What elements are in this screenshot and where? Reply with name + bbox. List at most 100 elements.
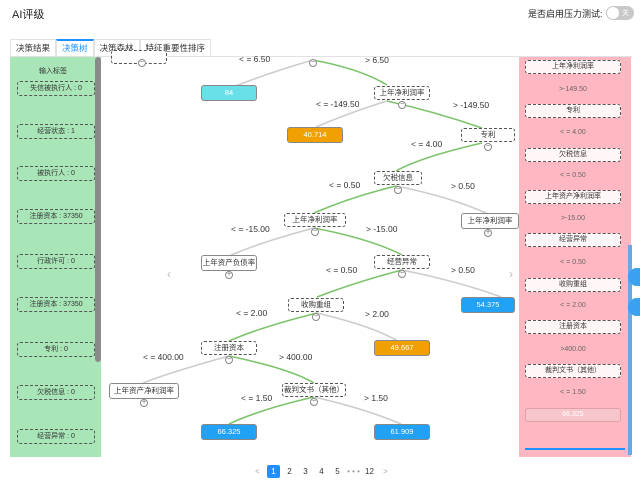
tree-leaf[interactable]: 84	[201, 85, 257, 101]
page-button[interactable]: 1	[267, 464, 280, 478]
tree-edge	[313, 185, 397, 214]
page-button[interactable]: 12	[365, 466, 374, 476]
collapse-icon[interactable]: −	[138, 59, 146, 67]
pressure-test-toggle[interactable]: 关	[606, 6, 634, 20]
expand-icon[interactable]: +	[140, 399, 148, 407]
collapse-icon[interactable]: −	[394, 186, 402, 194]
collapse-icon[interactable]: −	[310, 398, 318, 406]
tree-node[interactable]: 裁判文书（其他）	[282, 383, 346, 397]
edge-label: < = 4.00	[411, 139, 443, 149]
toggle-state-text: 关	[622, 10, 629, 17]
path-node: 专利	[525, 104, 621, 118]
decision-path-panel	[519, 57, 631, 457]
tree-leaf[interactable]: 40.714	[287, 127, 343, 143]
path-condition: < = 2.00	[560, 302, 586, 309]
edge-label: > 400.00	[279, 352, 313, 362]
collapse-icon[interactable]: −	[484, 143, 492, 151]
collapse-icon[interactable]: −	[309, 59, 317, 67]
tree-node[interactable]: 专利	[461, 128, 515, 142]
panel-scroll-indicator	[525, 448, 625, 450]
tree-leaf[interactable]: 49.667	[374, 340, 430, 356]
page-button[interactable]: 3	[303, 466, 308, 476]
tree-node[interactable]: 经营异常	[374, 255, 430, 269]
path-node: 收购重组	[525, 278, 621, 292]
edge-label: > 6.50	[365, 55, 389, 65]
expand-icon[interactable]: +	[225, 271, 233, 279]
tree-leaf[interactable]: 66.325	[201, 424, 257, 440]
tree-edge	[395, 142, 483, 172]
page-button[interactable]: 5	[335, 466, 340, 476]
prev-page-button[interactable]: <	[255, 466, 260, 476]
tree-edge	[228, 227, 315, 257]
path-condition: >-149.50	[559, 86, 587, 93]
tree-edge	[315, 100, 388, 128]
collapse-icon[interactable]: −	[225, 356, 233, 364]
tree-edge	[316, 269, 403, 298]
feature-tag: 经营异常 : 0	[17, 429, 95, 444]
collapse-icon[interactable]: −	[311, 228, 319, 236]
tree-node[interactable]: 收购重组	[288, 298, 344, 312]
path-condition: < = 1.50	[560, 389, 586, 396]
tree-edge	[386, 100, 483, 129]
chevron-right-icon[interactable]: ›	[509, 267, 513, 281]
collapse-icon[interactable]: −	[398, 270, 406, 278]
next-page-button[interactable]: >	[383, 466, 388, 476]
side-float-button[interactable]	[628, 268, 640, 286]
edge-label: > -149.50	[453, 100, 490, 110]
pagination-ellipsis[interactable]: • • •	[347, 466, 360, 476]
tree-node[interactable]: 上年净利润率	[461, 213, 519, 229]
tree-node[interactable]: 上年资产净利润率	[109, 383, 179, 399]
page-button[interactable]: 4	[319, 466, 324, 476]
tree-node[interactable]: 上年净利润率	[374, 86, 430, 100]
tree-leaf[interactable]: 61.909	[374, 424, 430, 440]
input-labels-title: 输入标签	[39, 68, 67, 75]
path-condition: < = 0.50	[560, 172, 586, 179]
path-condition: < = 4.00	[560, 129, 586, 136]
tree-edges	[142, 59, 502, 425]
path-node: 上年资产净利润率	[525, 190, 621, 204]
tree-edge	[401, 269, 502, 298]
tree-node[interactable]: 欠税信息	[374, 171, 422, 185]
toggle-knob	[607, 7, 619, 19]
expand-icon[interactable]: +	[484, 229, 492, 237]
feature-tag: 被执行人 : 0	[17, 166, 95, 181]
path-condition: >-15.00	[561, 215, 585, 222]
side-float-button[interactable]	[628, 298, 640, 316]
tree-node[interactable]: 注册资本	[201, 341, 257, 355]
edge-label: < = 6.50	[239, 54, 271, 64]
left-panel-scrollbar[interactable]	[95, 57, 101, 362]
feature-tag: 欠税信息 : 0	[17, 385, 95, 400]
tab-decision-tree[interactable]: 决策树	[56, 39, 94, 57]
collapse-icon[interactable]: −	[312, 313, 320, 321]
collapse-icon[interactable]: −	[398, 101, 406, 109]
tree-edge	[142, 355, 230, 384]
edge-label: > -15.00	[366, 224, 398, 234]
edge-label: < = 400.00	[143, 352, 184, 362]
decision-tree-canvas[interactable]: − − < = 6.50 > 6.50 < = -149.50 > -149.5…	[101, 50, 519, 457]
tree-edge	[312, 59, 388, 86]
feature-tag: 失信被执行人 : 0	[17, 81, 95, 96]
path-node: 注册资本	[525, 320, 621, 334]
tree-edge	[228, 312, 318, 342]
tree-edge	[313, 396, 402, 425]
edge-label: > 2.00	[365, 309, 389, 319]
path-node: 欠税信息	[525, 148, 621, 162]
input-labels-panel: 输入标签 失信被执行人 : 0 经营状态 : 1 被执行人 : 0 注册资本 :…	[10, 57, 101, 457]
tab-decision-result[interactable]: 决策结果	[10, 39, 57, 57]
path-node: 裁判文书（其他）	[525, 364, 621, 378]
tree-leaf[interactable]: 54.375	[461, 297, 515, 313]
tree-edge	[313, 227, 403, 256]
feature-tag: 专利 : 0	[17, 342, 95, 357]
edge-label: < = -15.00	[231, 224, 270, 234]
path-condition: >400.00	[560, 346, 586, 353]
page-button[interactable]: 2	[287, 466, 292, 476]
right-panel-scrollbar[interactable]	[628, 245, 632, 455]
pagination: < 1 2 3 4 5 • • • 12 >	[251, 464, 395, 478]
tree-node[interactable]: 上年净利润率	[284, 213, 346, 227]
chevron-left-icon[interactable]: ‹	[167, 267, 171, 281]
tree-node[interactable]: 上年资产负债率	[201, 255, 257, 271]
path-condition: < = 0.50	[560, 259, 586, 266]
pressure-test-label: 是否启用压力测试:	[528, 9, 603, 19]
tree-edge	[316, 312, 402, 344]
tab-divider	[10, 56, 632, 57]
